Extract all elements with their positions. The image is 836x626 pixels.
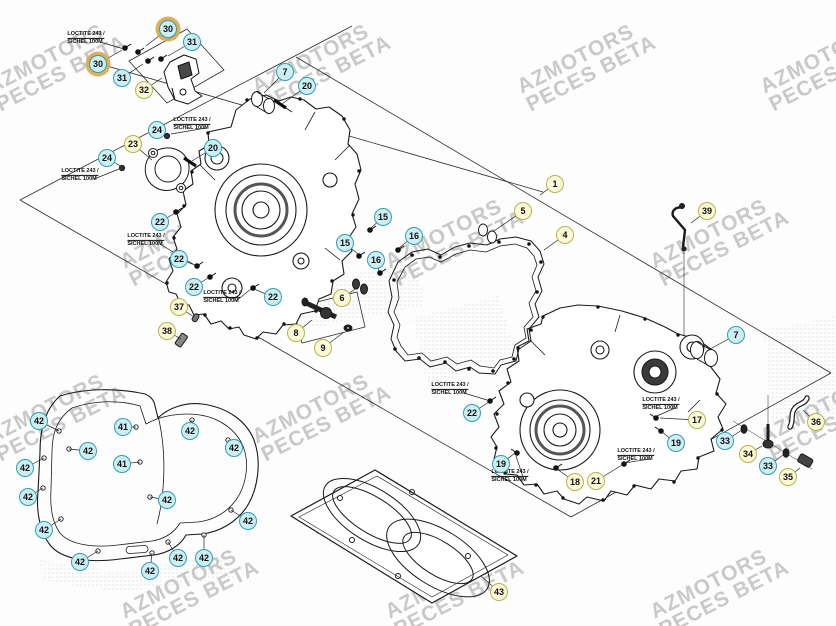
loctite-note: LOCTITE 243 /SICHEL 100M — [491, 468, 529, 483]
callout-36[interactable]: 36 — [807, 413, 825, 431]
loctite-note: LOCTITE 243 /SICHEL 100M — [61, 167, 99, 182]
callout-8[interactable]: 8 — [287, 324, 305, 342]
callout-22[interactable]: 22 — [264, 288, 282, 306]
callout-17[interactable]: 17 — [688, 411, 706, 429]
callout-31[interactable]: 31 — [113, 69, 131, 87]
callout-42[interactable]: 42 — [79, 442, 97, 460]
callout-21[interactable]: 21 — [587, 472, 605, 490]
callout-41[interactable]: 41 — [113, 455, 131, 473]
engine-mount-bracket — [163, 54, 203, 105]
callout-22[interactable]: 22 — [151, 213, 169, 231]
callout-33[interactable]: 33 — [716, 432, 734, 450]
callout-23[interactable]: 23 — [124, 135, 142, 153]
callout-34[interactable]: 34 — [739, 445, 757, 463]
callout-30[interactable]: 30 — [89, 55, 107, 73]
callout-24[interactable]: 24 — [148, 121, 166, 139]
loctite-note: LOCTITE 243 /SICHEL 100M — [67, 30, 105, 45]
bolts-and-bushings — [118, 91, 814, 468]
callout-42[interactable]: 42 — [16, 459, 34, 477]
center-gasket — [387, 236, 545, 375]
loctite-note: LOCTITE 243 /SICHEL 100M — [173, 116, 211, 131]
callout-31[interactable]: 31 — [183, 33, 201, 51]
callout-22[interactable]: 22 — [463, 404, 481, 422]
loctite-note: LOCTITE 243 /SICHEL 100M — [203, 289, 241, 304]
callout-42[interactable]: 42 — [225, 439, 243, 457]
callout-42[interactable]: 42 — [195, 549, 213, 567]
callout-6[interactable]: 6 — [333, 289, 351, 307]
callout-38[interactable]: 38 — [158, 322, 176, 340]
callout-16[interactable]: 16 — [405, 227, 423, 245]
callout-42[interactable]: 42 — [169, 549, 187, 567]
callout-22[interactable]: 22 — [185, 278, 203, 296]
callout-1[interactable]: 1 — [546, 175, 564, 193]
callout-30[interactable]: 30 — [159, 20, 177, 38]
callout-42[interactable]: 42 — [158, 491, 176, 509]
callout-42[interactable]: 42 — [30, 412, 48, 430]
callout-19[interactable]: 19 — [492, 455, 510, 473]
callout-22[interactable]: 22 — [170, 250, 188, 268]
callout-16[interactable]: 16 — [367, 251, 385, 269]
callout-4[interactable]: 4 — [556, 226, 574, 244]
right-crankcase — [490, 304, 727, 505]
water-pump-gasket — [144, 147, 190, 193]
callout-37[interactable]: 37 — [170, 298, 188, 316]
callout-33[interactable]: 33 — [759, 457, 777, 475]
callout-20[interactable]: 20 — [204, 139, 222, 157]
callout-42[interactable]: 42 — [239, 512, 257, 530]
callout-15[interactable]: 15 — [336, 234, 354, 252]
callout-5[interactable]: 5 — [514, 202, 532, 220]
callout-41[interactable]: 41 — [114, 418, 132, 436]
callout-32[interactable]: 32 — [135, 81, 153, 99]
callout-20[interactable]: 20 — [298, 77, 316, 95]
loctite-note: LOCTITE 243 /SICHEL 100M — [642, 396, 680, 411]
callout-18[interactable]: 18 — [566, 473, 584, 491]
loctite-note: LOCTITE 243 /SICHEL 100M — [127, 232, 165, 247]
callout-42[interactable]: 42 — [181, 422, 199, 440]
callout-42[interactable]: 42 — [19, 488, 37, 506]
callout-24[interactable]: 24 — [98, 149, 116, 167]
callout-15[interactable]: 15 — [374, 208, 392, 226]
callout-42[interactable]: 42 — [141, 562, 159, 580]
left-side-gasket — [36, 389, 259, 562]
callout-42[interactable]: 42 — [71, 553, 89, 571]
gasket-kit-plate — [290, 469, 518, 604]
callout-39[interactable]: 39 — [698, 202, 716, 220]
callout-35[interactable]: 35 — [779, 468, 797, 486]
callout-9[interactable]: 9 — [314, 339, 332, 357]
loctite-note: LOCTITE 243 /SICHEL 100M — [617, 447, 655, 462]
callout-7[interactable]: 7 — [276, 63, 294, 81]
callout-7[interactable]: 7 — [727, 326, 745, 344]
callout-43[interactable]: 43 — [490, 583, 508, 601]
callout-42[interactable]: 42 — [35, 521, 53, 539]
loctite-note: LOCTITE 243 /SICHEL 100M — [431, 381, 469, 396]
callout-19[interactable]: 19 — [667, 434, 685, 452]
